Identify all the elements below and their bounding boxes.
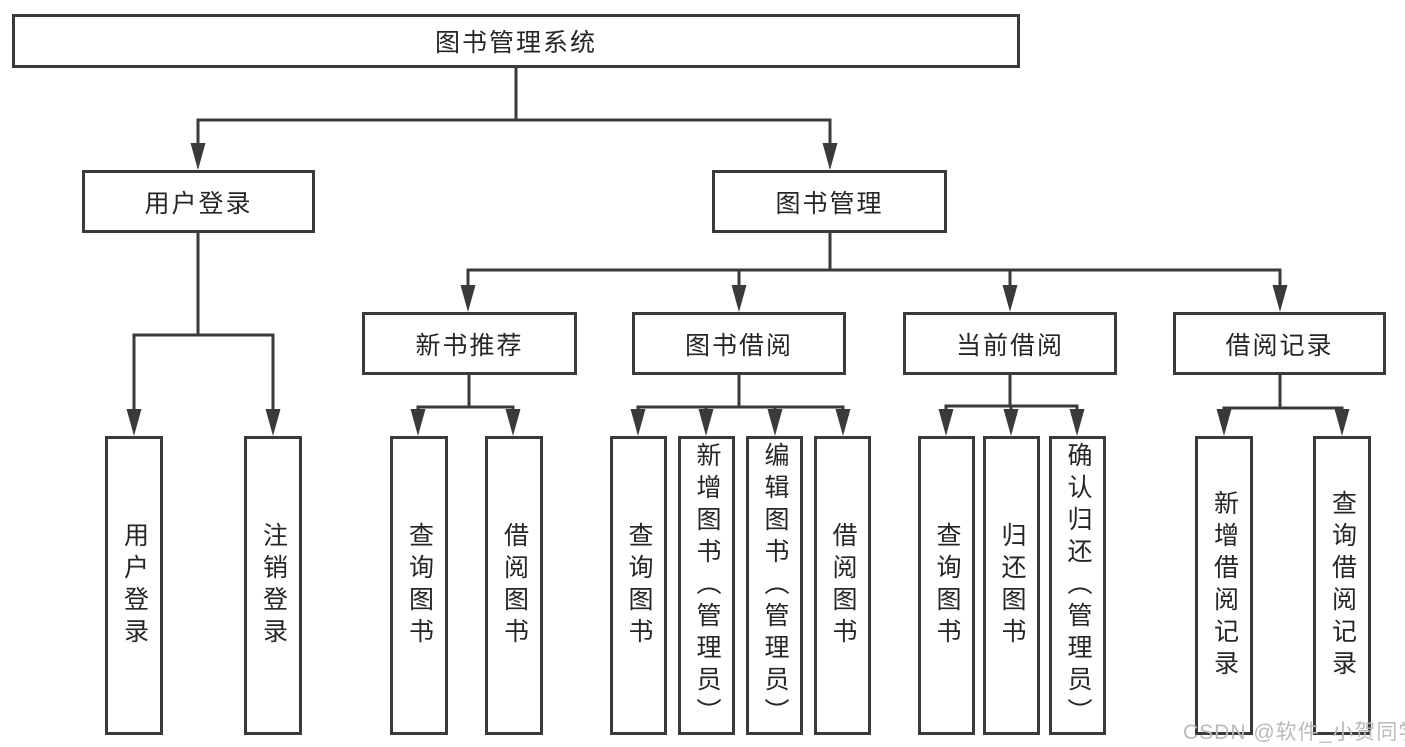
connector-new-book-children <box>410 373 521 436</box>
arrowhead <box>1334 409 1350 436</box>
node-book-management: 图书管理 <box>712 170 947 233</box>
leaf-query-books-recommend: 查询图书 <box>390 436 448 735</box>
node-new-book-recommend: 新书推荐 <box>362 312 577 375</box>
leaf-label: 确认归还（管理员） <box>1064 441 1092 730</box>
arrowhead <box>938 409 954 436</box>
node-library-management-system: 图书管理系统 <box>12 14 1020 68</box>
connector-user-login-children <box>126 231 281 436</box>
arrowhead <box>731 285 747 312</box>
leaf-label: 新增借阅记录 <box>1210 489 1239 682</box>
leaf-add-borrow-record: 新增借阅记录 <box>1195 436 1253 735</box>
arrowhead <box>1002 285 1018 312</box>
leaf-label: 归还图书 <box>998 521 1026 650</box>
arrowhead <box>698 409 714 436</box>
arrowhead <box>190 143 206 170</box>
node-user-login: 用户登录 <box>82 170 315 233</box>
leaf-label: 借阅图书 <box>500 521 529 650</box>
arrowhead <box>265 409 281 436</box>
leaf-label: 查询图书 <box>405 521 434 650</box>
leaf-return-books: 归还图书 <box>983 436 1040 735</box>
connector-book-borrow-children <box>630 373 851 436</box>
leaf-logout: 注销登录 <box>244 436 302 735</box>
arrowhead <box>460 285 476 312</box>
leaf-label: 查询图书 <box>625 521 653 650</box>
arrowhead <box>1069 409 1085 436</box>
arrowhead <box>835 409 851 436</box>
arrowhead <box>1272 285 1288 312</box>
csdn-watermark: CSDN @软件_小贺同学 <box>1183 721 1405 744</box>
arrowhead <box>630 409 646 436</box>
leaf-add-books-admin: 新增图书（管理员） <box>678 436 735 735</box>
node-current-borrowing: 当前借阅 <box>903 312 1117 375</box>
leaf-confirm-return-admin: 确认归还（管理员） <box>1049 436 1106 735</box>
leaf-borrow-books-recommend: 借阅图书 <box>485 436 543 735</box>
arrowhead <box>1003 409 1019 436</box>
connector-borrow-records-children <box>1216 373 1350 436</box>
leaf-edit-books-admin: 编辑图书（管理员） <box>746 436 803 735</box>
arrowhead <box>767 409 783 436</box>
leaf-label: 借阅图书 <box>829 521 857 650</box>
leaf-query-books-current: 查询图书 <box>918 436 975 735</box>
arrowhead <box>126 409 142 436</box>
leaf-label: 注销登录 <box>259 521 288 650</box>
leaf-user-login: 用户登录 <box>105 436 163 735</box>
connector-book-management-children <box>460 231 1288 312</box>
connector-current-borrow-children <box>938 373 1085 436</box>
leaf-query-books-borrowing: 查询图书 <box>610 436 667 735</box>
arrowhead <box>505 409 521 436</box>
leaf-label: 用户登录 <box>120 521 149 650</box>
connector-root-to-level2 <box>190 66 838 170</box>
leaf-label: 新增图书（管理员） <box>693 441 721 730</box>
node-borrowing-records: 借阅记录 <box>1173 312 1386 375</box>
arrowhead <box>1216 409 1232 436</box>
leaf-borrow-books-borrowing: 借阅图书 <box>814 436 871 735</box>
node-book-borrowing: 图书借阅 <box>632 312 846 375</box>
leaf-query-borrow-record: 查询借阅记录 <box>1313 436 1371 735</box>
arrowhead <box>410 409 426 436</box>
arrowhead <box>822 143 838 170</box>
leaf-label: 编辑图书（管理员） <box>761 441 789 730</box>
leaf-label: 查询图书 <box>933 521 961 650</box>
leaf-label: 查询借阅记录 <box>1328 489 1357 682</box>
